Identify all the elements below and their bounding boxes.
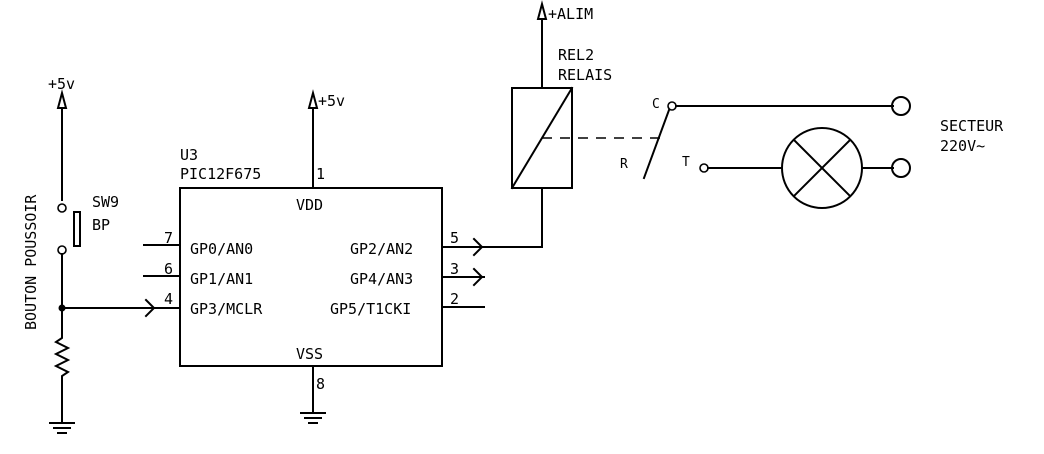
supply-label-alim: +ALIM (548, 5, 593, 23)
pin-vdd: VDD (296, 196, 323, 214)
button-value-label: BP (92, 216, 110, 234)
supply-label-chip: +5v (318, 92, 345, 110)
pin-num-gp1: 6 (164, 260, 173, 278)
ground-left-icon (49, 422, 75, 434)
mcu-ref: U3 (180, 146, 198, 164)
contact-t-icon (699, 163, 709, 173)
contact-c-label: C (652, 97, 660, 112)
button-branch: +5v SW9 BP BOUTON POUSSOIR (22, 75, 181, 434)
ground-chip-icon (300, 412, 326, 424)
button-side-label: BOUTON POUSSOIR (22, 194, 40, 330)
relay: +ALIM REL2 RELAIS C R T (510, 0, 709, 248)
mains-terminal-top-icon (891, 96, 911, 116)
mcu-chip: U3 PIC12F675 +5v 1 VDD VSS 8 7 GP0/AN0 6… (143, 89, 543, 424)
pin-gp1: GP1/AN1 (190, 270, 253, 288)
contact-r-label: R (620, 157, 628, 172)
output-arrow-gp2-icon (472, 237, 484, 257)
pin-num-vdd: 1 (316, 165, 325, 183)
relay-value: RELAIS (558, 66, 612, 84)
mains-label-1: SECTEUR (940, 117, 1004, 135)
supply-arrow-alim-icon (536, 0, 548, 89)
pin-num-gp3: 4 (164, 290, 173, 308)
button-ref-label: SW9 (92, 193, 119, 211)
lamp-icon (781, 127, 863, 209)
mcu-part: PIC12F675 (180, 165, 261, 183)
contact-c-icon (667, 101, 677, 111)
push-button-icon (57, 203, 81, 309)
supply-arrow-chip-icon (307, 89, 319, 189)
pin-gp2: GP2/AN2 (350, 240, 413, 258)
pin-vss: VSS (296, 345, 323, 363)
contact-t-label: T (682, 155, 690, 170)
pin-gp3: GP3/MCLR (190, 300, 263, 318)
relay-ref: REL2 (558, 46, 594, 64)
pin-num-gp5: 2 (450, 290, 459, 308)
supply-label-left: +5v (48, 75, 75, 93)
pin-gp5: GP5/T1CKI (330, 300, 411, 318)
pin-num-vss: 8 (316, 375, 325, 393)
supply-arrow-left-icon (56, 89, 68, 201)
pin-gp4: GP4/AN3 (350, 270, 413, 288)
mains-label-2: 220V~ (940, 137, 985, 155)
pin-num-gp0: 7 (164, 229, 173, 247)
mains-terminal-bottom-icon (891, 158, 911, 178)
pin-num-gp4: 3 (450, 260, 459, 278)
mains-circuit: SECTEUR 220V~ (675, 96, 1004, 209)
relay-switch-blade (642, 108, 671, 180)
resistor-icon (53, 307, 71, 423)
input-arrow-gp3-icon (144, 298, 156, 318)
pin-gp0: GP0/AN0 (190, 240, 253, 258)
output-arrow-gp4-icon (472, 267, 484, 287)
pin-num-gp2: 5 (450, 229, 459, 247)
